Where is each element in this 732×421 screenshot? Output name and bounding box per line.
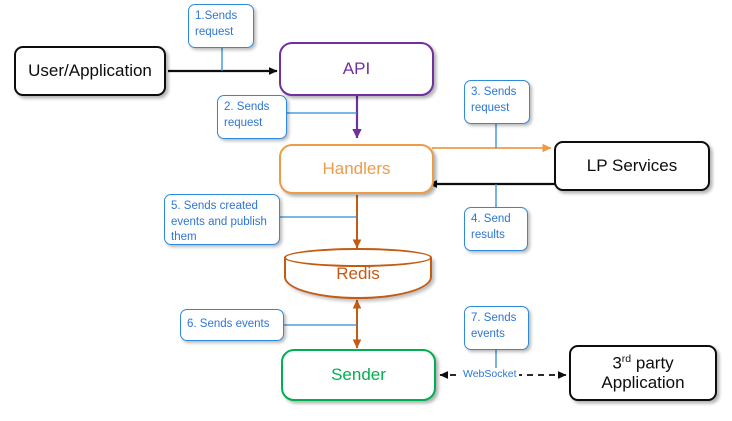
node-handlers[interactable]: Handlers: [279, 144, 434, 194]
node-third-party-line2: Application: [601, 373, 685, 393]
third-party-word-party: party: [631, 353, 674, 373]
node-api[interactable]: API: [279, 42, 434, 96]
node-handlers-label: Handlers: [322, 159, 391, 179]
callout-step-4[interactable]: 4. Send results: [464, 207, 528, 251]
node-redis[interactable]: Redis: [284, 248, 432, 299]
node-lp-services[interactable]: LP Services: [554, 141, 710, 191]
node-redis-label: Redis: [336, 263, 380, 283]
callout-step-1[interactable]: 1.Sends request: [188, 4, 254, 48]
third-party-ordinal-number: 3: [612, 353, 622, 373]
node-lp-services-label: LP Services: [586, 156, 678, 176]
node-third-party-application[interactable]: 3rd party Application: [569, 345, 717, 401]
node-sender-label: Sender: [331, 365, 386, 385]
callout-step-3[interactable]: 3. Sends request: [464, 80, 530, 124]
callout-step-6[interactable]: 6. Sends events: [180, 309, 284, 341]
callout-step-2[interactable]: 2. Sends request: [217, 95, 287, 139]
node-user-application-label: User/Application: [28, 61, 152, 81]
node-third-party-line1: 3rd party: [612, 353, 673, 373]
node-api-label: API: [342, 59, 371, 79]
callout-step-5[interactable]: 5. Sends created events and publish them: [164, 194, 280, 245]
websocket-connection-label: WebSocket: [461, 368, 519, 380]
node-sender[interactable]: Sender: [281, 349, 436, 401]
redis-cylinder-top: [284, 248, 432, 267]
callout-step-7[interactable]: 7. Sends events: [464, 306, 529, 350]
third-party-ordinal-suffix: rd: [621, 353, 632, 366]
node-user-application[interactable]: User/Application: [14, 46, 166, 96]
